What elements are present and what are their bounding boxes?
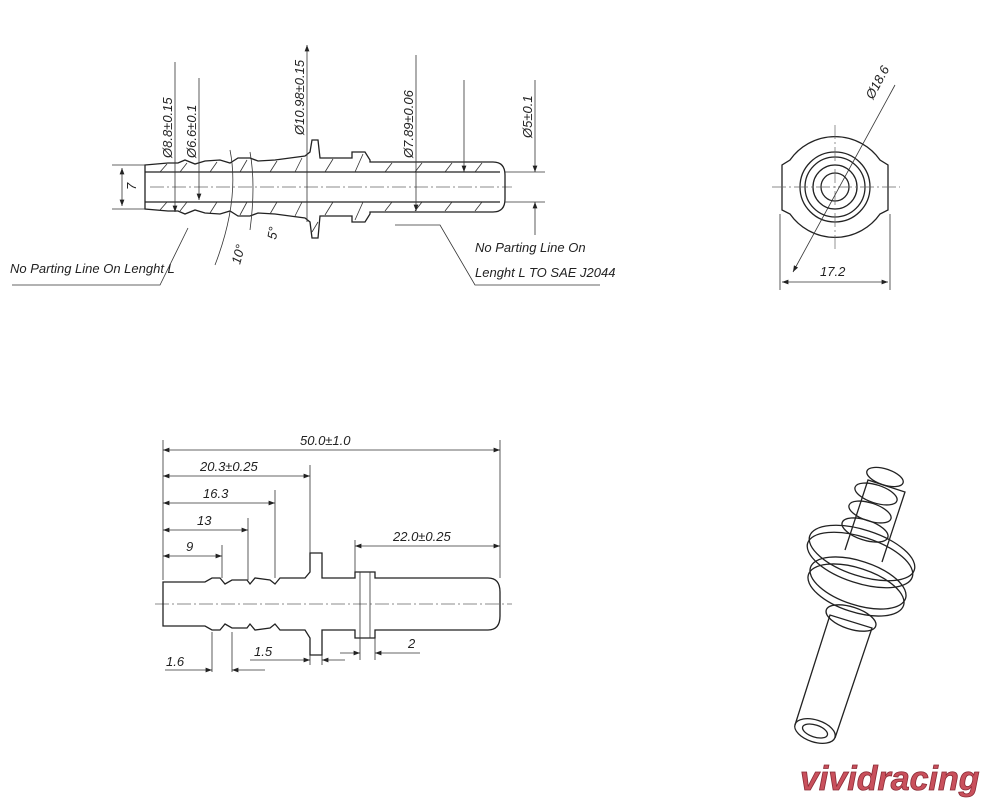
hatching [159,153,483,233]
dim-collar: Ø10.98±0.15 [292,59,307,136]
dim-9: 9 [186,539,193,554]
dim-13: 13 [197,513,212,528]
dim-16-3: 16.3 [203,486,229,501]
note-right-line2: Lenght L TO SAE J2044 [475,265,615,280]
isometric-view [794,466,916,744]
dim-overall: 50.0±1.0 [300,433,351,448]
dim-angle-5: 5° [264,226,281,241]
dim-right-length: 22.0±0.25 [392,529,452,544]
note-left: No Parting Line On Lenght L [10,261,175,276]
section-view: 7 Ø8.8±0.15 Ø6.6±0.1 Ø10.98±0.15 Ø7.89±0… [10,45,615,286]
dim-to-flange: 20.3±0.25 [199,459,259,474]
side-view: 50.0±1.0 20.3±0.25 16.3 13 9 22.0±0.25 1… [155,433,512,673]
side-dimension-labels: 50.0±1.0 20.3±0.25 16.3 13 9 22.0±0.25 1… [166,433,452,669]
dim-outer-left: Ø8.8±0.15 [160,97,175,159]
dim-outer-right: Ø7.89±0.06 [401,89,416,159]
dim-2: 2 [407,636,416,651]
end-view: 17.2 Ø18.6 [772,62,900,290]
section-dimension-labels: 7 Ø8.8±0.15 Ø6.6±0.1 Ø10.98±0.15 Ø7.89±0… [10,59,615,280]
dim-end-dia: Ø18.6 [862,62,893,102]
dim-inner-left: Ø6.6±0.1 [184,105,199,159]
dim-1-6: 1.6 [166,654,185,669]
note-right-line1: No Parting Line On [475,240,586,255]
dim-bore: Ø5±0.1 [520,95,535,139]
dim-end-width: 17.2 [820,264,846,279]
dim-angle-10: 10° [228,243,248,266]
vividracing-logo: vividracing [800,760,980,798]
dim-height-left: 7 [124,182,139,190]
dim-1-5: 1.5 [254,644,273,659]
